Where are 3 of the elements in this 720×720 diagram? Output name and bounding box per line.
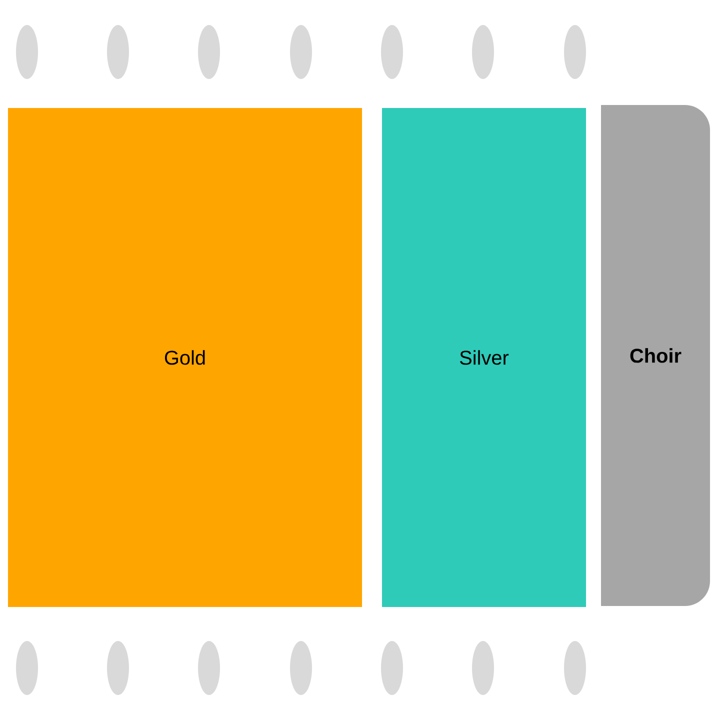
seating-section: Choir	[601, 105, 710, 606]
seating-section: Silver	[382, 108, 586, 607]
seating-section: Gold	[8, 108, 362, 607]
